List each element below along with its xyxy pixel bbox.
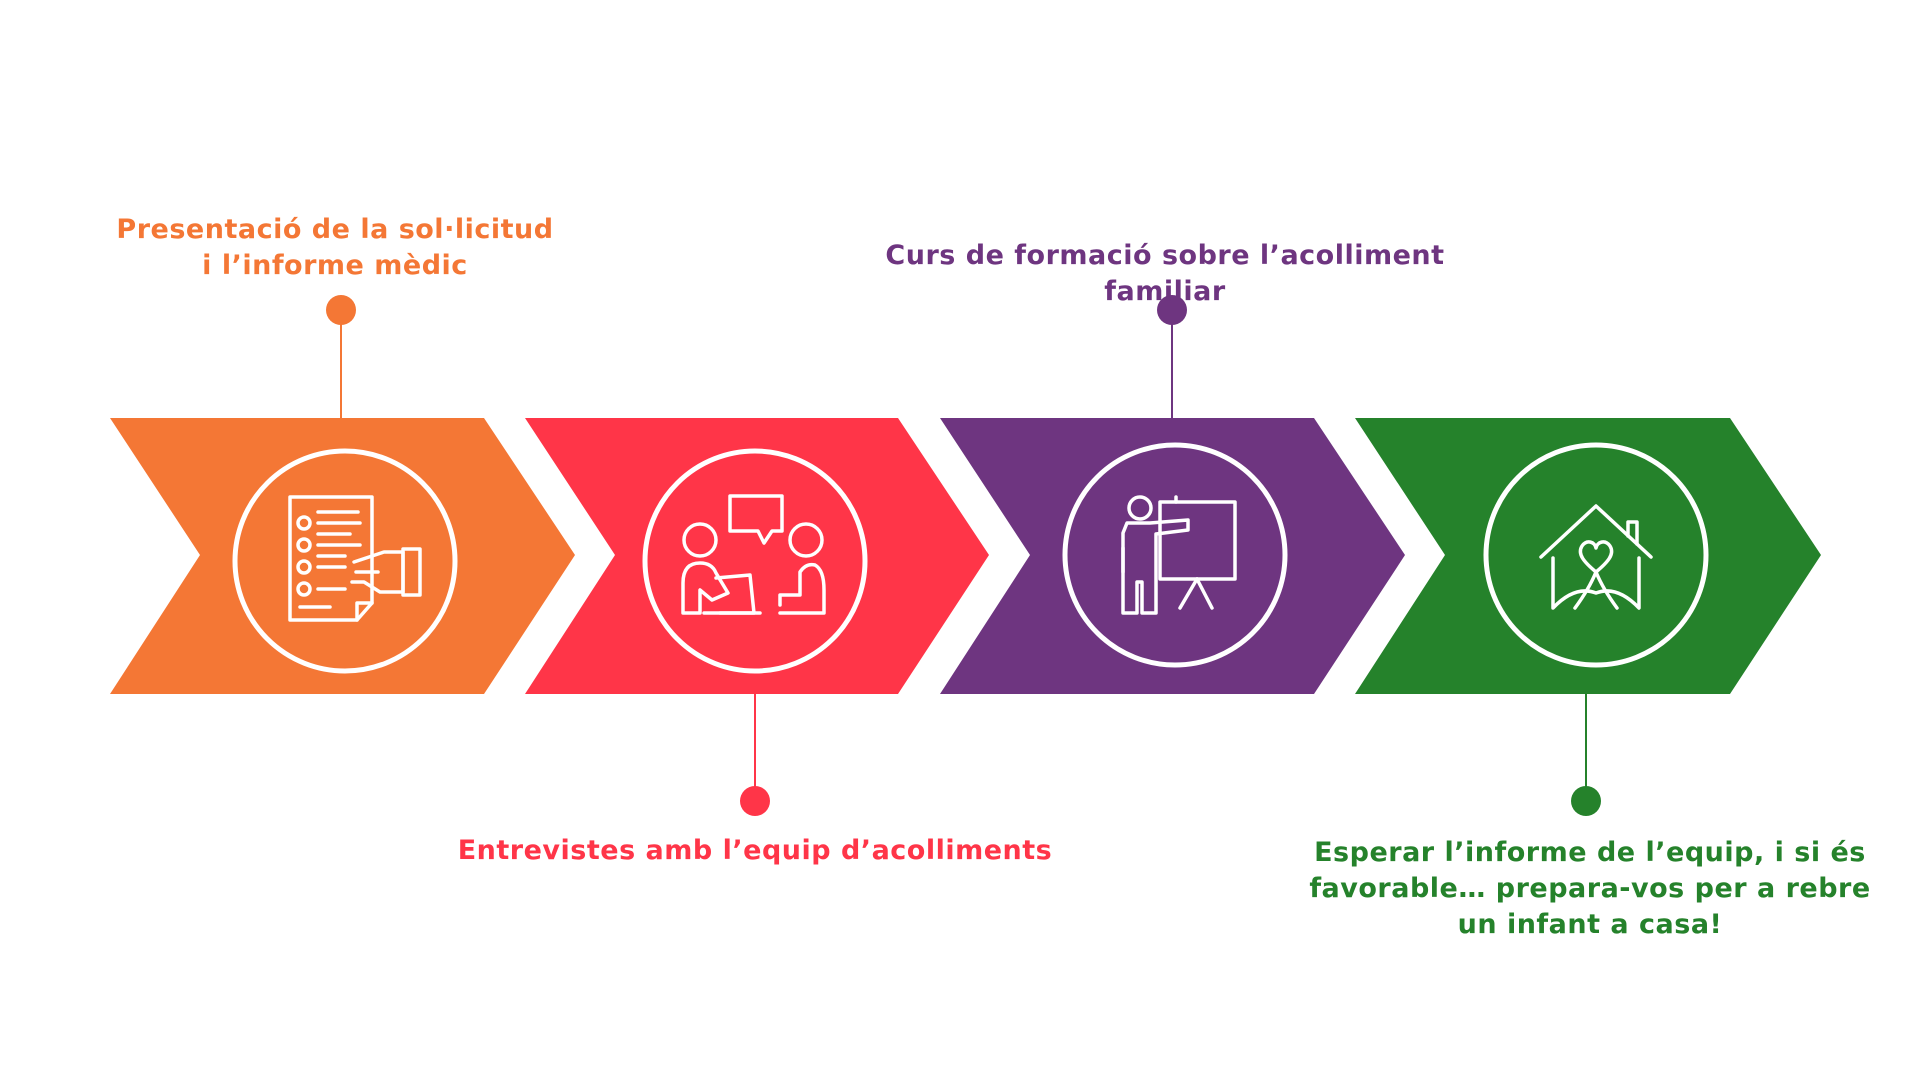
chevron-step-4 <box>1355 418 1821 694</box>
step-1-label-line-2: i l’informe mèdic <box>202 250 468 281</box>
icon-ring-3 <box>1062 442 1288 668</box>
connector-dot-3 <box>1157 295 1187 325</box>
step-2-label: Entrevistes amb l’equip d’acolliments <box>440 833 1070 869</box>
step-4-label-line-1: Esperar l’informe de l’equip, i si és <box>1314 837 1866 868</box>
step-4-label: Esperar l’informe de l’equip, i si és fa… <box>1280 835 1900 943</box>
connector-dot-4 <box>1571 786 1601 816</box>
step-2-label-line-1: Entrevistes amb l’equip d’acolliments <box>457 835 1053 866</box>
house-heart-icon <box>1539 504 1653 610</box>
document-hand-icon <box>288 495 422 622</box>
icon-ring-1 <box>232 448 458 674</box>
interview-icon <box>681 494 826 615</box>
step-1-label-line-1: Presentació de la sol·licitud <box>116 214 554 245</box>
chevron-step-2 <box>525 418 989 694</box>
step-1-label: Presentació de la sol·licitud i l’inform… <box>100 212 570 284</box>
step-4-label-line-3: un infant a casa! <box>1457 909 1723 940</box>
step-3-label-line-1: Curs de formació sobre l’acolliment fami… <box>885 240 1445 307</box>
presentation-icon <box>1121 495 1237 615</box>
chevron-step-3 <box>940 418 1405 694</box>
icon-ring-2 <box>642 448 868 674</box>
step-3-label: Curs de formació sobre l’acolliment fami… <box>820 238 1510 310</box>
connector-dot-1 <box>326 295 356 325</box>
connector-dot-2 <box>740 786 770 816</box>
icon-ring-4 <box>1483 442 1709 668</box>
step-4-label-line-2: favorable… prepara-vos per a rebre <box>1309 873 1871 904</box>
